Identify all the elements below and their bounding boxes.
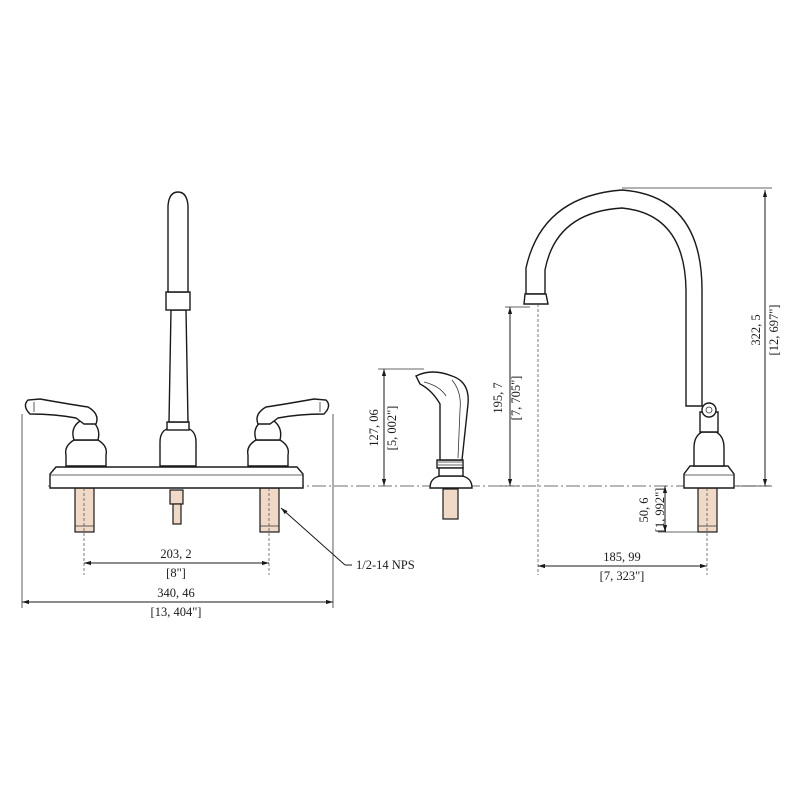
spout-reach-imperial: [7, 323"] [600, 569, 645, 583]
spout-outlet-height-imperial: [7, 705"] [509, 376, 523, 421]
sprayer-height-imperial: [5, 002"] [385, 406, 399, 451]
spout-outlet-height-dimension: 195, 7 [7, 705"] [491, 306, 530, 486]
sprayer-collar [436, 459, 464, 469]
right-handle-lever [256, 398, 330, 425]
spout-tube-lower [168, 309, 189, 423]
center-stub [169, 489, 184, 505]
spout-reach-metric: 185, 99 [603, 550, 641, 564]
overall-width-metric: 340, 46 [157, 586, 195, 600]
shank-length-imperial: [1, 992"] [653, 488, 667, 533]
side-base [683, 465, 735, 489]
front-view [24, 191, 520, 575]
left-handle-lever [24, 398, 98, 425]
spout-base [159, 427, 197, 467]
gooseneck-spout [525, 189, 703, 407]
center-stub-tip [172, 503, 182, 525]
sprayer-head [415, 371, 469, 461]
overall-width-dimension: 340, 46 [13, 404"] [21, 414, 334, 619]
shank-length-dimension: 50, 6 [1, 992"] [637, 486, 698, 533]
side-body [693, 431, 725, 467]
overall-height-metric: 322, 5 [749, 314, 763, 345]
thread-note: 1/2-14 NPS [356, 558, 415, 572]
deck-plate [49, 466, 304, 489]
thread-note-callout: 1/2-14 NPS [280, 507, 415, 572]
side-view [500, 189, 770, 575]
right-handle-base [246, 439, 290, 467]
left-handle-base [64, 439, 108, 467]
sprayer-holder-base [429, 475, 473, 489]
overall-height-dimension: 322, 5 [12, 697"] [622, 187, 781, 487]
side-shank [697, 487, 718, 533]
handle-spacing-dimension: 203, 2 [8"] [84, 547, 269, 580]
left-shank [74, 487, 95, 533]
side-sprayer [415, 371, 473, 520]
spout-reach-dimension: 185, 99 [7, 323"] [538, 550, 707, 583]
spout-connector [165, 291, 191, 311]
spout-outlet-height-metric: 195, 7 [491, 382, 505, 413]
sprayer-shank [442, 488, 459, 520]
handle-spacing-imperial: [8"] [166, 566, 186, 580]
sprayer-height-dimension: 127, 06 [5, 002"] [367, 368, 424, 486]
overall-height-imperial: [12, 697"] [767, 305, 781, 356]
side-swivel-knob [701, 402, 717, 418]
right-shank [259, 487, 280, 533]
overall-width-imperial: [13, 404"] [151, 605, 202, 619]
spout-tube-upper [167, 191, 189, 293]
sprayer-height-metric: 127, 06 [367, 409, 381, 447]
spout-outlet [523, 293, 549, 305]
handle-spacing-metric: 203, 2 [160, 547, 191, 561]
spout-collar [166, 421, 190, 431]
shank-length-metric: 50, 6 [637, 498, 651, 523]
